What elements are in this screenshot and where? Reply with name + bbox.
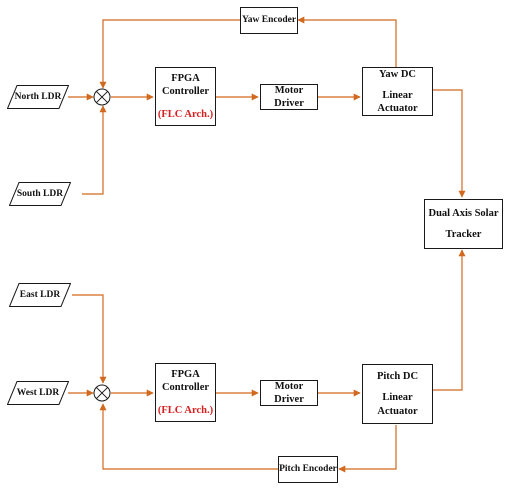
- pitch-dc-linear-actuator: Pitch DC Linear Actuator: [362, 364, 433, 424]
- motor-driver-yaw: Motor Driver: [260, 84, 318, 110]
- east-ldr-input: East LDR: [9, 283, 71, 307]
- yaw-dc-linear-actuator: Yaw DC Linear Actuator: [362, 67, 433, 116]
- wire-encoder-to-summer-pitch: [99, 403, 278, 470]
- west-ldr-input: West LDR: [7, 381, 69, 405]
- actuator-yaw-subtitle: Linear Actuator: [377, 89, 418, 115]
- wire-actuator-to-tracker-bottom: [433, 249, 466, 391]
- yaw-encoder: Yaw Encoder: [240, 7, 298, 34]
- dual-axis-solar-tracker: Dual Axis Solar Tracker: [424, 199, 503, 249]
- fpga-controller-yaw: FPGA Controller (FLC Arch.): [155, 67, 216, 126]
- actuator-pitch-subtitle: Linear Actuator: [377, 392, 418, 417]
- summing-junction-bottom: [93, 384, 111, 402]
- summing-junction-top: [93, 88, 111, 106]
- controller-pitch-subtitle: (FLC Arch.): [157, 405, 214, 417]
- wire-east-to-summer-bottom: [72, 294, 107, 384]
- wire-actuator-to-encoder-pitch: [338, 425, 397, 473]
- wire-actuator-to-tracker-top: [433, 89, 466, 198]
- actuator-pitch-title: Pitch DC: [376, 371, 419, 383]
- actuator-yaw-title: Yaw DC: [378, 68, 417, 80]
- pitch-encoder: Pitch Encoder: [278, 456, 338, 483]
- west-ldr-label: West LDR: [16, 388, 60, 398]
- wire-south-to-summer-top: [82, 105, 107, 195]
- north-ldr-label: North LDR: [14, 92, 62, 102]
- controller-yaw-title: FPGA Controller: [161, 72, 210, 97]
- east-ldr-label: East LDR: [19, 290, 61, 300]
- controller-pitch-title: FPGA Controller: [161, 368, 210, 393]
- tracker-subtitle: Tracker: [445, 229, 482, 240]
- north-ldr-input: North LDR: [7, 85, 69, 109]
- south-ldr-label: South LDR: [16, 189, 64, 199]
- controller-yaw-subtitle: (FLC Arch.): [157, 109, 214, 121]
- fpga-controller-pitch: FPGA Controller (FLC Arch.): [155, 363, 216, 422]
- tracker-title: Dual Axis Solar: [428, 207, 499, 219]
- wire-encoder-to-summer-yaw: [99, 19, 240, 89]
- motor-driver-pitch: Motor Driver: [260, 380, 318, 406]
- south-ldr-input: South LDR: [9, 182, 71, 206]
- wire-actuator-to-encoder-yaw: [297, 16, 397, 68]
